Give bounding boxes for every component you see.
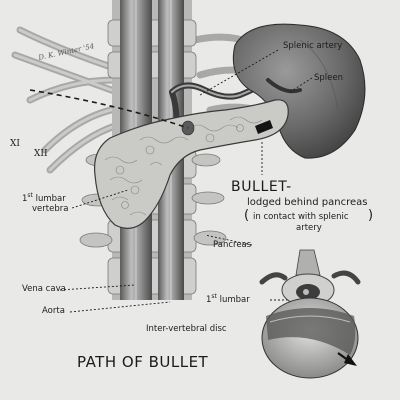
label-bullet-paren-close: ) (368, 208, 374, 223)
bullet-mark (255, 120, 273, 134)
rib-label-xi: XI (10, 139, 20, 149)
spleen-organ (232, 23, 366, 159)
label-intervertebral-disc: Inter-vertebral disc (146, 324, 227, 334)
pancreas-organ (93, 99, 289, 229)
label-bullet-line2: in contact with splenic (253, 212, 349, 222)
label-first-lumbar-word: lumbar (219, 294, 250, 305)
label-spleen: Spleen (314, 73, 343, 83)
label-lumbar-vertebra-num: 1 (22, 193, 28, 204)
rib-label-xii: XII (34, 149, 48, 159)
label-splenic-artery: Splenic artery (283, 41, 343, 51)
label-vena-cava: Vena cava (22, 284, 66, 294)
label-bullet-title: BULLET- (231, 179, 292, 195)
label-lumbar-vertebra-sup: st (27, 192, 33, 199)
label-first-lumbar: 1st lumbar (206, 293, 250, 305)
label-lumbar-vertebra-line2: vertebra (32, 204, 69, 214)
label-first-lumbar-sup: st (211, 293, 217, 300)
label-pancreas: Pancreas (213, 240, 252, 250)
path-of-bullet-title: PATH OF BULLET (77, 353, 209, 371)
label-bullet-paren-open: ( (244, 208, 250, 223)
label-lumbar-vertebra-word: lumbar (35, 193, 66, 204)
direction-arrow (337, 352, 357, 366)
label-lumbar-vertebra: 1st lumbar (22, 192, 66, 204)
bullet-path-line (29, 89, 189, 129)
label-first-lumbar-num: 1 (206, 294, 212, 305)
label-bullet-line3: artery (296, 223, 322, 233)
lumbar-vertebra-inset (259, 249, 361, 379)
label-bullet-line1: lodged behind pancreas (247, 197, 368, 208)
label-aorta: Aorta (42, 306, 65, 316)
